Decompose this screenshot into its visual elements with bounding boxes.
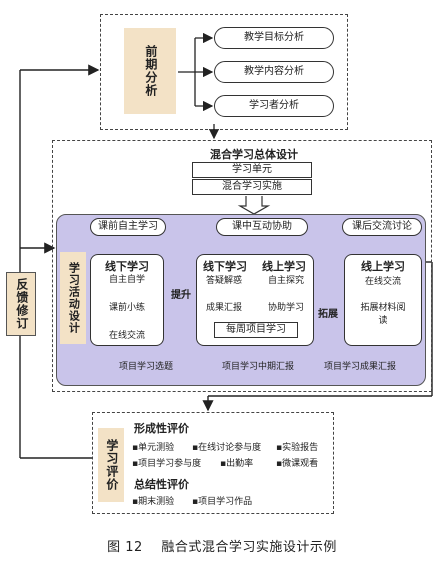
analysis-item-3: 学习者分析 [214, 95, 334, 117]
in-class-right-item-2: 协助学习 [267, 303, 304, 313]
post-class-item-1: 在线交流 [364, 277, 401, 287]
in-class-left-item-2: 成果汇报 [205, 303, 242, 313]
formative-item-text: 微课观看 [282, 459, 319, 469]
analysis-item-2-text: 教学内容分析 [244, 66, 304, 78]
lift-label: 提升 [171, 290, 191, 301]
pre-analysis-label: 前期分析 [143, 45, 158, 97]
header-in-class-text: 课中互动协助 [232, 221, 292, 233]
analysis-item-1-text: 教学目标分析 [244, 32, 304, 44]
in-class-offline-title: 线下学习 [203, 260, 247, 273]
formative-item: ▪出勤率 [220, 459, 254, 469]
pre-analysis-label-box: 前期分析 [124, 28, 176, 114]
feedback-box: 反馈修订 [6, 272, 36, 336]
formative-item-text: 出勤率 [226, 459, 254, 469]
design-unit-text: 学习单元 [232, 164, 272, 176]
weekly-project-box: 每周项目学习 [214, 322, 298, 338]
pre-class-title: 线下学习 [105, 260, 149, 273]
activity-label: 学习活动设计 [67, 262, 81, 334]
summative-item-text: 项目学习作品 [198, 497, 253, 507]
design-implementation-box: 混合学习实施 [192, 179, 312, 195]
in-class-online-title: 线上学习 [262, 260, 306, 273]
analysis-item-2: 教学内容分析 [214, 61, 334, 83]
evaluation-label-box: 学习评价 [98, 428, 124, 502]
post-class-title: 线上学习 [361, 260, 405, 273]
formative-item-text: 在线讨论参与度 [198, 443, 262, 453]
design-title: 混合学习总体设计 [210, 148, 298, 161]
pre-class-item-2: 课前小练 [108, 303, 145, 313]
analysis-item-1: 教学目标分析 [214, 27, 334, 49]
in-class-left-item-1: 答疑解惑 [205, 276, 242, 286]
analysis-item-3-text: 学习者分析 [249, 100, 299, 112]
pre-analysis-section [100, 14, 348, 130]
header-in-class: 课中互动协助 [216, 218, 308, 236]
pre-class-item-3: 在线交流 [108, 331, 145, 341]
formative-item-text: 项目学习参与度 [138, 459, 202, 469]
header-pre-class: 课前自主学习 [90, 218, 166, 236]
header-pre-class-text: 课前自主学习 [98, 221, 158, 233]
summative-title: 总结性评价 [134, 478, 189, 491]
header-post-class: 课后交流讨论 [342, 218, 422, 236]
formative-item: ▪单元测验 [132, 443, 175, 453]
formative-item: ▪微课观看 [276, 459, 319, 469]
project-flow-2: 项目学习中期汇报 [221, 362, 294, 372]
project-flow-3: 项目学习成果汇报 [323, 362, 396, 372]
figure-caption: 图 12 融合式混合学习实施设计示例 [107, 540, 337, 555]
formative-title: 形成性评价 [134, 422, 189, 435]
formative-list: ▪单元测验 ▪在线讨论参与度 ▪实验报告 ▪项目学习参与度 ▪出勤率 ▪微课观看 [132, 440, 332, 472]
formative-item-text: 实验报告 [282, 443, 319, 453]
formative-item: ▪实验报告 [276, 443, 319, 453]
header-post-class-text: 课后交流讨论 [352, 221, 412, 233]
expand-label: 拓展 [318, 309, 338, 320]
post-class-box [344, 254, 422, 346]
formative-item-text: 单元测验 [138, 443, 175, 453]
design-section [52, 140, 432, 392]
summative-item: ▪期末测验 [132, 497, 175, 507]
formative-item: ▪项目学习参与度 [132, 459, 202, 469]
feedback-label: 反馈修订 [14, 278, 29, 330]
design-unit-box: 学习单元 [192, 162, 312, 178]
weekly-project-text: 每周项目学习 [226, 324, 286, 336]
formative-item: ▪在线讨论参与度 [192, 443, 262, 453]
activity-label-box: 学习活动设计 [60, 252, 86, 344]
post-class-item-2: 拓展材料阅读 [360, 303, 406, 326]
evaluation-label: 学习评价 [104, 439, 119, 491]
evaluation-section [92, 412, 334, 514]
summative-list: ▪期末测验 ▪项目学习作品 [132, 494, 332, 507]
project-flow-1: 项目学习选题 [118, 362, 173, 372]
summative-item-text: 期末测验 [138, 497, 175, 507]
pre-class-item-1: 自主自学 [108, 275, 145, 285]
in-class-right-item-1: 自主探究 [267, 276, 304, 286]
summative-item: ▪项目学习作品 [192, 497, 253, 507]
design-implementation-text: 混合学习实施 [222, 181, 282, 193]
pre-class-box [90, 254, 164, 346]
